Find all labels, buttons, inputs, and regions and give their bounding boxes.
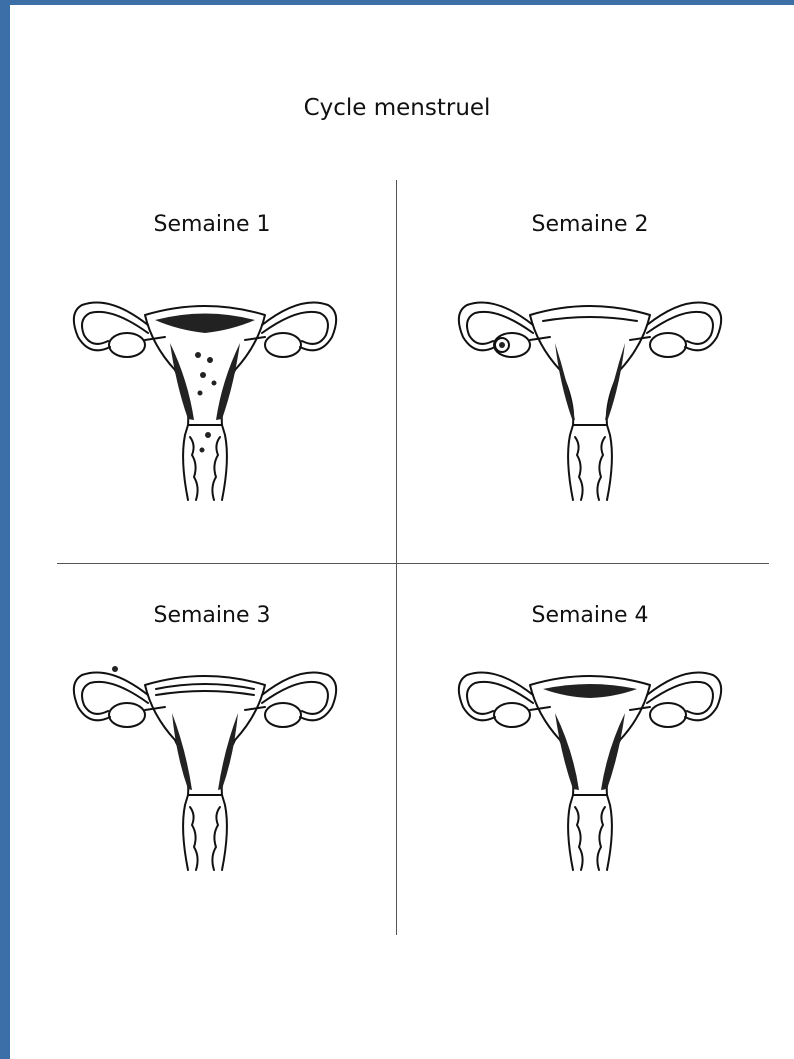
uterus-illustration-week-2	[455, 285, 725, 515]
diagram-title: Cycle menstruel	[0, 95, 794, 121]
week-3-label: Semaine 3	[62, 603, 362, 628]
week-4-label: Semaine 4	[440, 603, 740, 628]
horizontal-divider	[57, 563, 769, 564]
uterus-illustration-week-4	[455, 655, 725, 885]
week-1-label: Semaine 1	[62, 212, 362, 237]
uterus-illustration-week-1	[70, 285, 340, 515]
uterus-illustration-week-3	[70, 655, 340, 885]
week-2-label: Semaine 2	[440, 212, 740, 237]
vertical-divider	[396, 180, 397, 935]
